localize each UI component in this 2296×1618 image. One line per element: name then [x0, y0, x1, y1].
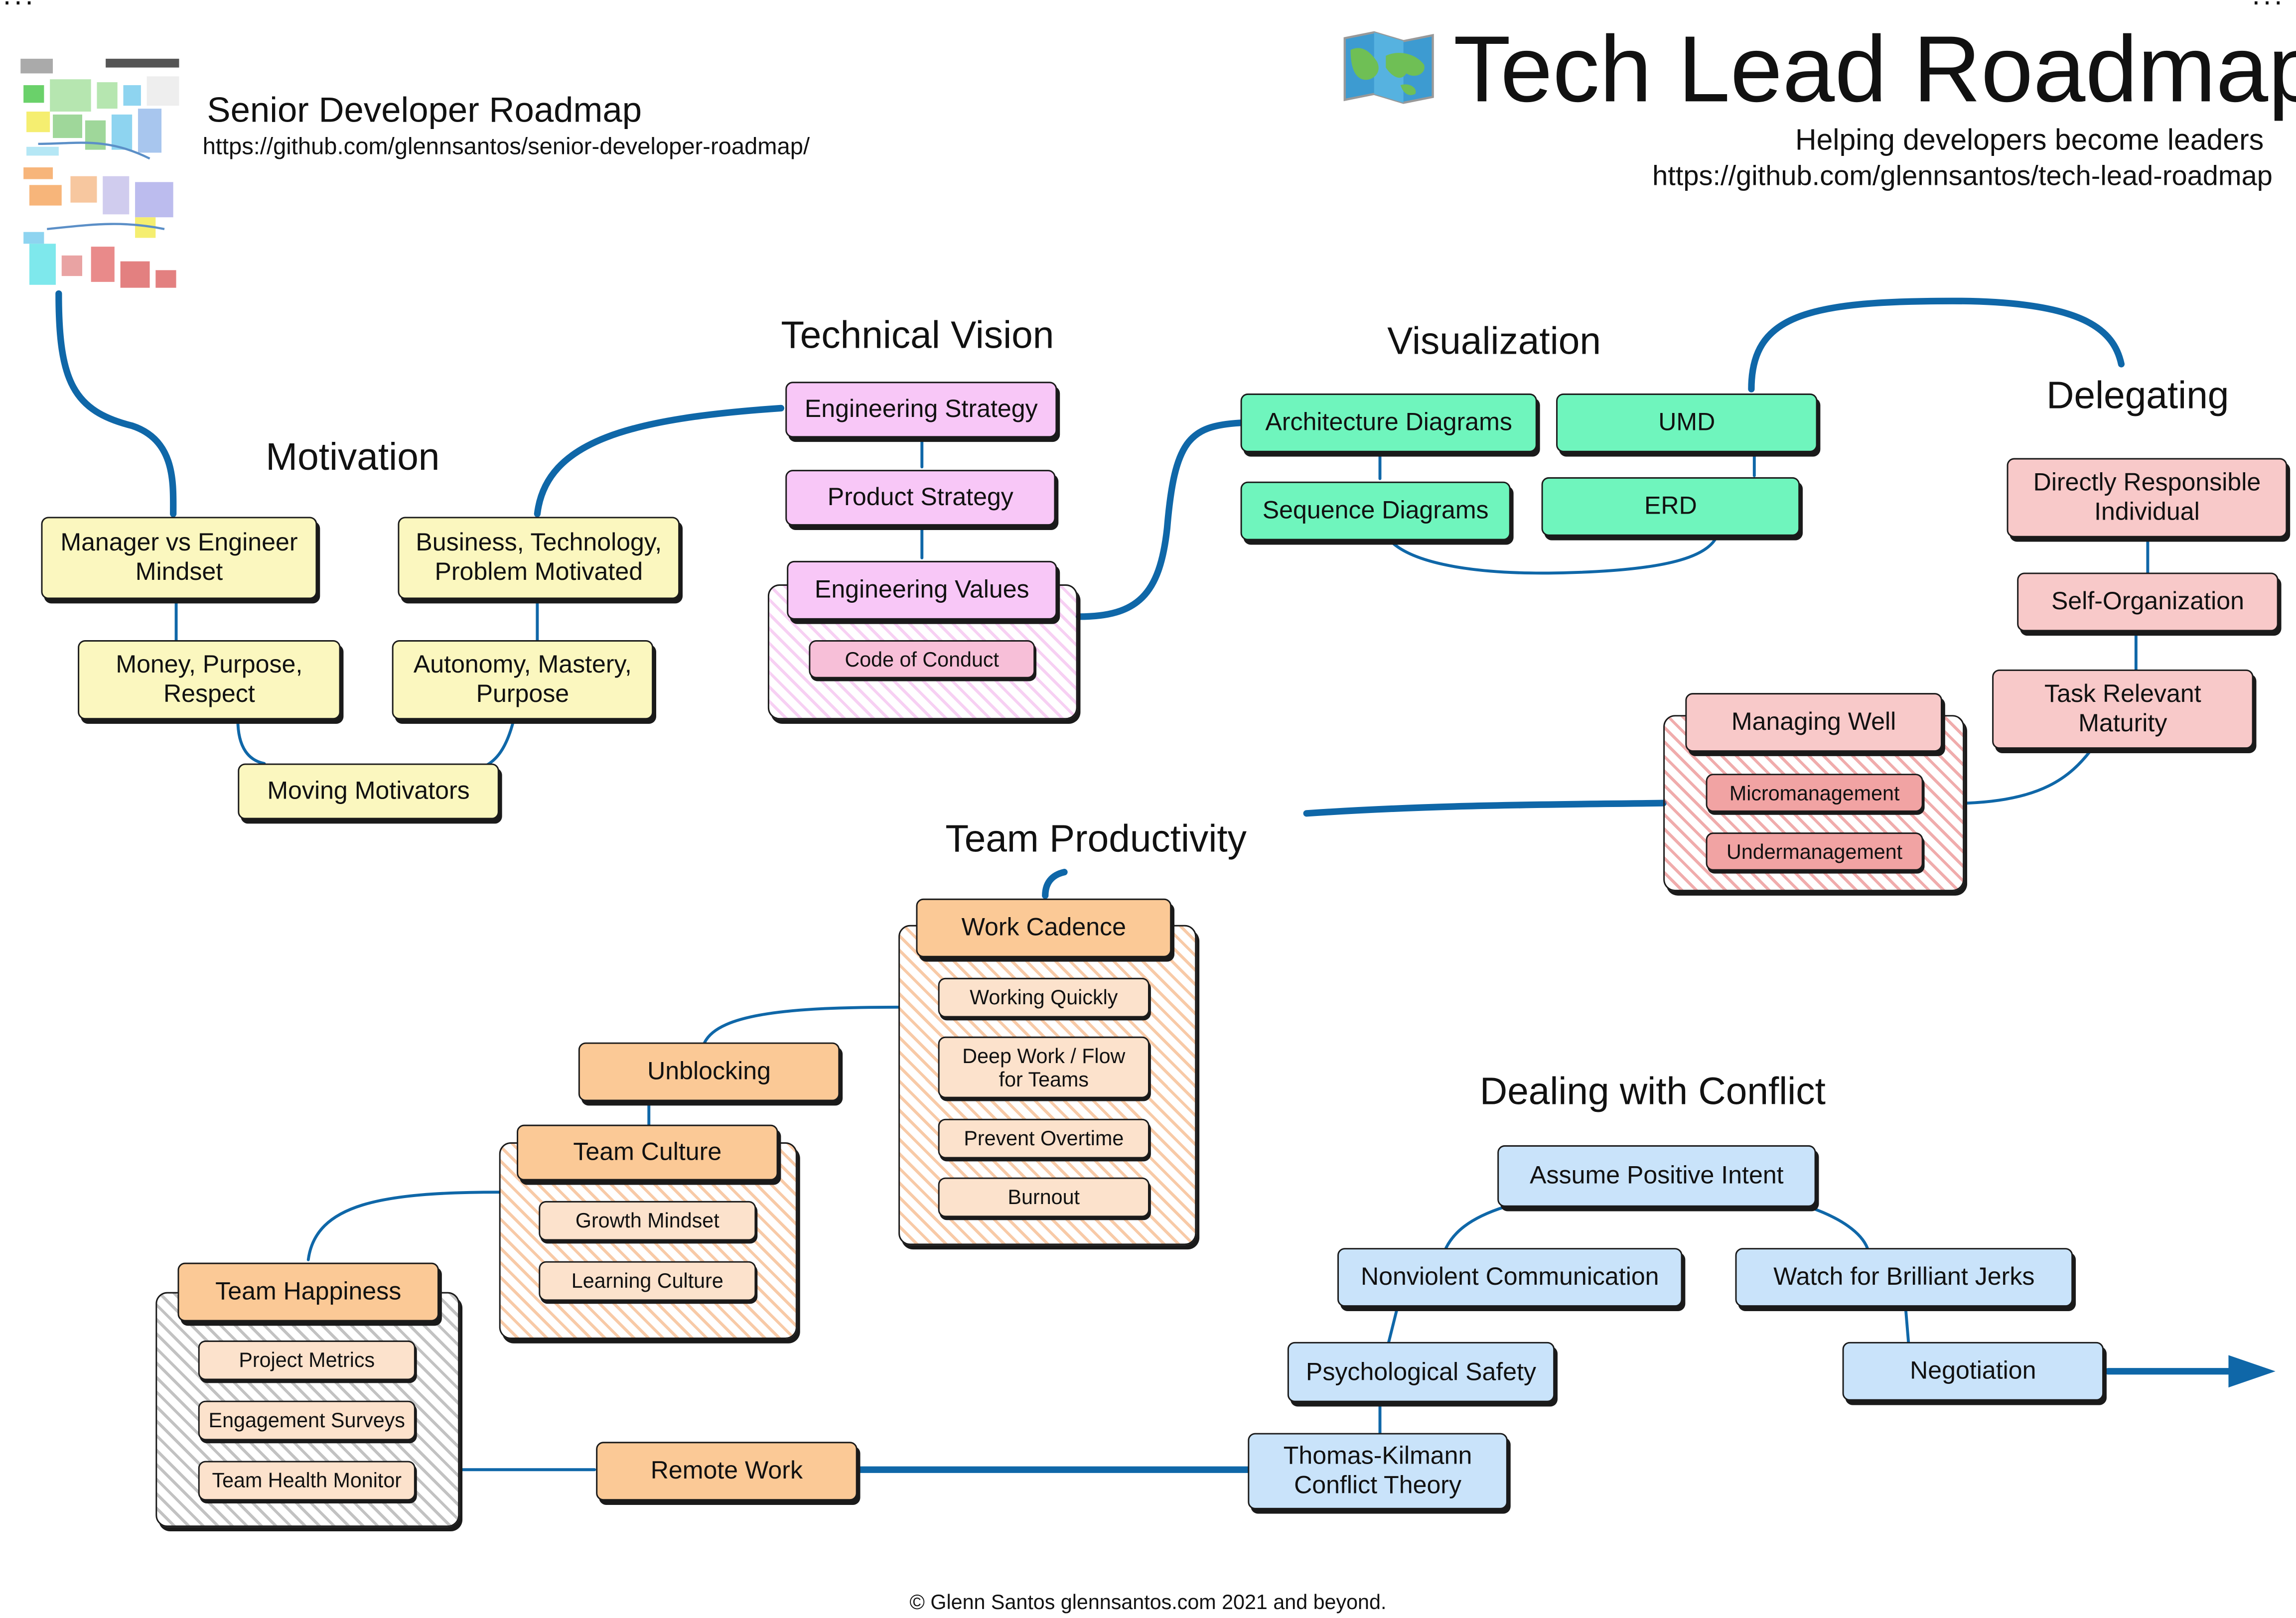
node-nonviolent-communication[interactable]: Nonviolent Communication — [1337, 1248, 1683, 1307]
node-code-of-conduct[interactable]: Code of Conduct — [809, 640, 1035, 678]
section-motivation: Motivation — [266, 434, 440, 479]
node-remote-work[interactable]: Remote Work — [596, 1442, 858, 1501]
node-working-quickly[interactable]: Working Quickly — [938, 977, 1149, 1018]
node-growth-mindset[interactable]: Growth Mindset — [539, 1201, 756, 1241]
node-project-metrics[interactable]: Project Metrics — [198, 1340, 416, 1380]
section-team-productivity: Team Productivity — [945, 816, 1247, 861]
node-learning-culture[interactable]: Learning Culture — [539, 1261, 756, 1301]
node-product-strategy[interactable]: Product Strategy — [785, 470, 1056, 526]
node-business-technology-problem[interactable]: Business, Technology, Problem Motivated — [398, 517, 680, 599]
section-delegating: Delegating — [2046, 373, 2229, 417]
node-self-organization[interactable]: Self-Organization — [2017, 572, 2279, 632]
node-sequence-diagrams[interactable]: Sequence Diagrams — [1240, 481, 1511, 540]
node-watch-for-brilliant-jerks[interactable]: Watch for Brilliant Jerks — [1735, 1248, 2073, 1307]
node-engagement-surveys[interactable]: Engagement Surveys — [198, 1400, 416, 1441]
node-task-relevant-maturity[interactable]: Task Relevant Maturity — [1992, 669, 2254, 749]
node-engineering-values[interactable]: Engineering Values — [787, 560, 1057, 620]
node-work-cadence[interactable]: Work Cadence — [916, 898, 1172, 957]
node-umd[interactable]: UMD — [1556, 393, 1818, 452]
node-assume-positive-intent[interactable]: Assume Positive Intent — [1497, 1145, 1816, 1207]
node-unblocking[interactable]: Unblocking — [578, 1042, 840, 1101]
node-directly-responsible-individual[interactable]: Directly Responsible Individual — [2007, 458, 2288, 538]
section-technical-vision: Technical Vision — [781, 312, 1054, 357]
senior-roadmap-thumbnail[interactable] — [17, 56, 185, 293]
node-team-culture[interactable]: Team Culture — [517, 1124, 778, 1181]
node-managing-well[interactable]: Managing Well — [1685, 693, 1942, 752]
node-team-health-monitor[interactable]: Team Health Monitor — [198, 1461, 416, 1501]
node-engineering-strategy[interactable]: Engineering Strategy — [785, 382, 1057, 438]
senior-roadmap-title[interactable]: Senior Developer Roadmap — [207, 91, 642, 131]
node-architecture-diagrams[interactable]: Architecture Diagrams — [1240, 393, 1537, 452]
node-erd[interactable]: ERD — [1541, 477, 1800, 536]
window-menu-left[interactable]: ... — [3, 0, 36, 13]
footer-copyright: © Glenn Santos glennsantos.com 2021 and … — [909, 1590, 1387, 1614]
node-negotiation[interactable]: Negotiation — [1842, 1342, 2104, 1401]
node-prevent-overtime[interactable]: Prevent Overtime — [938, 1118, 1149, 1159]
section-visualization: Visualization — [1387, 318, 1601, 363]
node-manager-vs-engineer-mindset[interactable]: Manager vs Engineer Mindset — [41, 517, 317, 599]
tagline: Helping developers become leaders — [1795, 125, 2264, 157]
senior-roadmap-preview-image — [20, 58, 179, 288]
node-autonomy-mastery-purpose[interactable]: Autonomy, Mastery, Purpose — [392, 640, 654, 720]
node-deep-work-flow[interactable]: Deep Work / Flow for Teams — [938, 1036, 1149, 1098]
senior-roadmap-url[interactable]: https://github.com/glennsantos/senior-de… — [202, 135, 810, 160]
node-psychological-safety[interactable]: Psychological Safety — [1287, 1342, 1555, 1402]
node-undermanagement[interactable]: Undermanagement — [1706, 832, 1923, 871]
node-money-purpose-respect[interactable]: Money, Purpose, Respect — [78, 640, 341, 720]
node-thomas-kilmann-conflict-theory[interactable]: Thomas-Kilmann Conflict Theory — [1248, 1433, 1508, 1509]
window-menu-right[interactable]: ... — [2252, 0, 2286, 13]
node-moving-motivators[interactable]: Moving Motivators — [238, 763, 499, 819]
repo-url[interactable]: https://github.com/glennsantos/tech-lead… — [1652, 161, 2273, 193]
page-title: Tech Lead Roadmap — [1453, 16, 2296, 122]
node-team-happiness[interactable]: Team Happiness — [177, 1262, 439, 1322]
node-micromanagement[interactable]: Micromanagement — [1706, 774, 1923, 812]
map-icon — [1342, 29, 1436, 106]
node-burnout[interactable]: Burnout — [938, 1177, 1149, 1217]
section-dealing-with-conflict: Dealing with Conflict — [1479, 1069, 1826, 1113]
